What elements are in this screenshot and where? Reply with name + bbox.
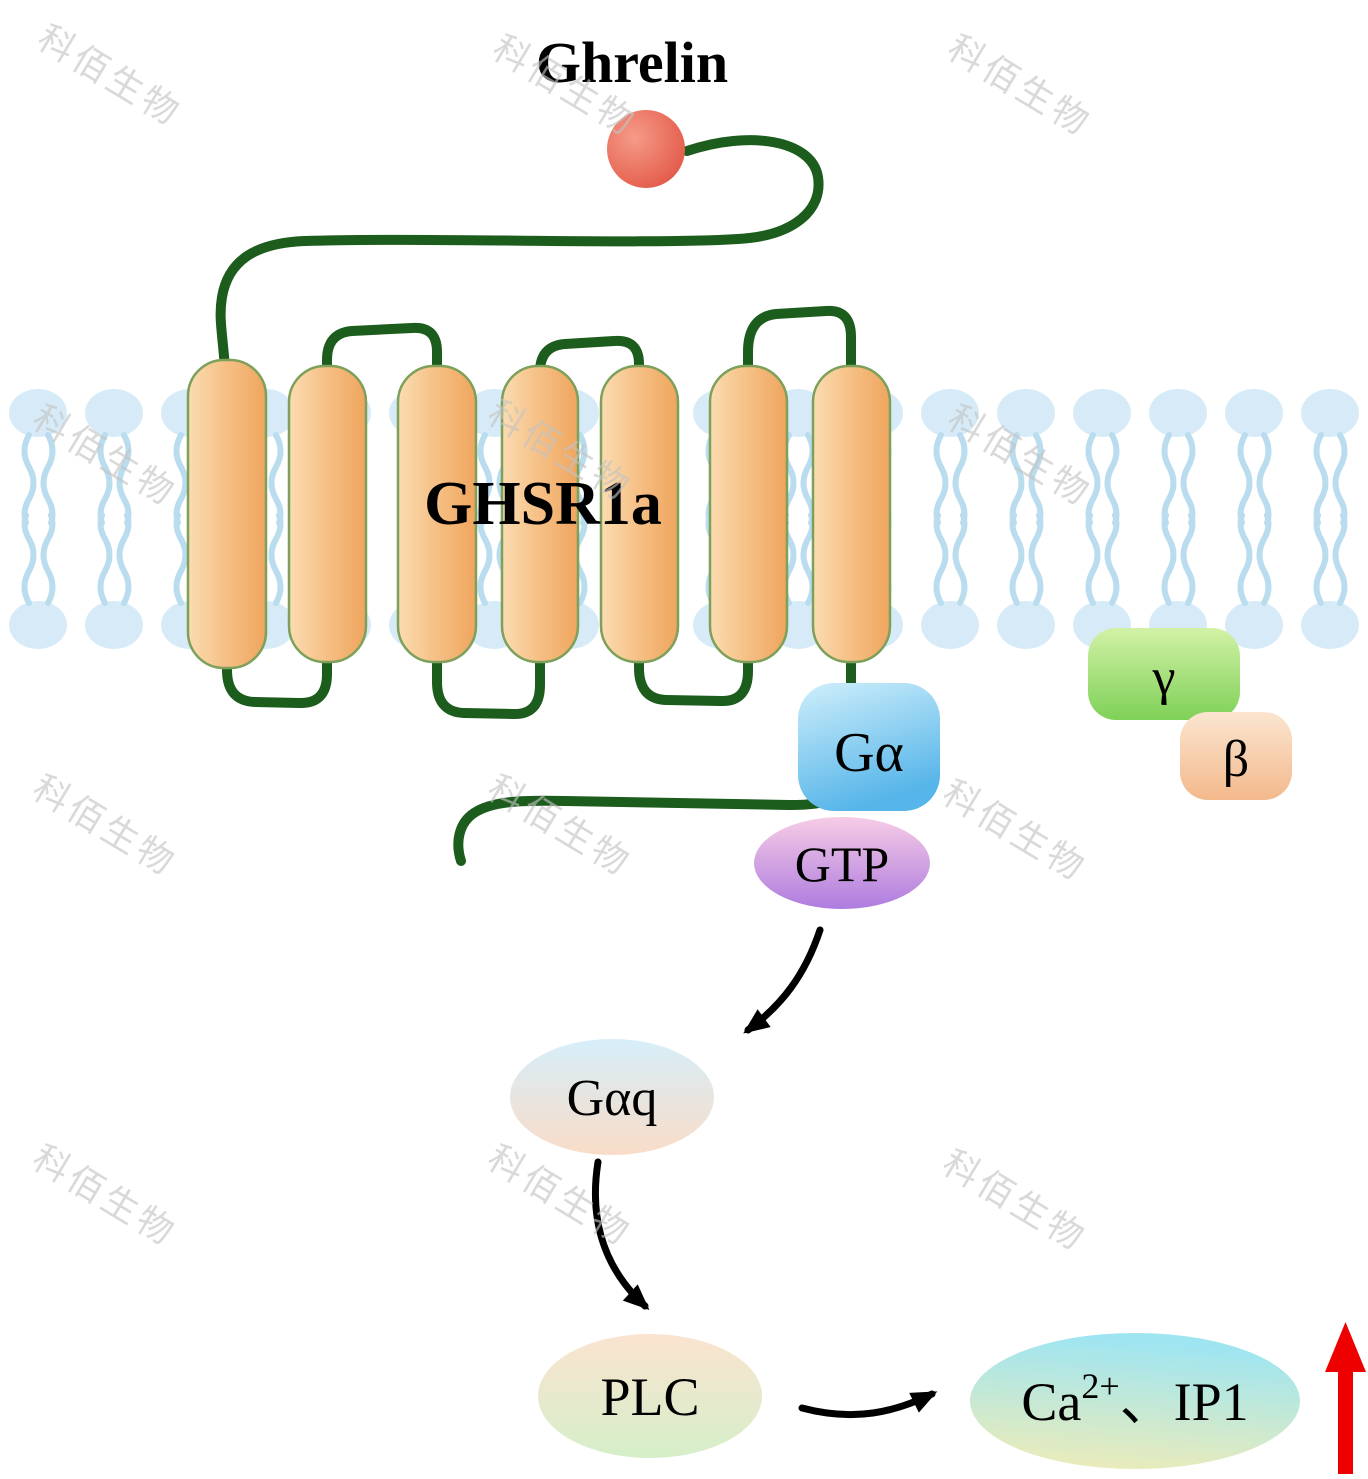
transmembrane-helix (287, 364, 368, 664)
transmembrane-helix (599, 364, 680, 664)
transmembrane-helix (396, 364, 478, 664)
arrow-gtp-to-gaq (743, 926, 824, 1034)
watermark: 科佰生物 (936, 773, 1094, 890)
receptor-intracellular-loop (432, 595, 545, 719)
transmembrane-helix (500, 364, 580, 664)
receptor-extracellular-loop (743, 305, 856, 435)
beta-subunit-box (1180, 712, 1292, 800)
plc-label: PLC (600, 1367, 699, 1427)
watermark: 科佰生物 (481, 768, 639, 885)
beta-label: β (1223, 731, 1249, 788)
plc-ellipse (538, 1334, 762, 1458)
ghrelin-ligand-circle (607, 110, 685, 188)
receptor-intracellular-loop (634, 595, 753, 706)
transmembrane-helix (186, 358, 268, 670)
ca-ip1-ellipse (970, 1333, 1300, 1469)
gtp-ellipse (754, 817, 930, 909)
ca-ip1-label: Ca2+、IP1 (1021, 1366, 1248, 1432)
watermark: 科佰生物 (26, 1138, 184, 1255)
receptor-extracellular-loop (535, 335, 644, 435)
g-alpha-box (798, 683, 940, 811)
g-alpha-label: Gα (834, 722, 904, 784)
signal-arrows (591, 926, 938, 1419)
transmembrane-helix (708, 364, 789, 664)
receptor-label: GHSR1a (424, 470, 662, 538)
gamma-subunit-box (1088, 628, 1240, 720)
gaq-ellipse (510, 1039, 714, 1155)
gaq-label: Gαq (567, 1070, 658, 1127)
transmembrane-helix (811, 364, 892, 664)
watermark: 科佰生物 (26, 768, 184, 885)
watermark: 科佰生物 (941, 28, 1099, 145)
arrow-plc-to-ca (798, 1390, 938, 1419)
upregulation-arrow (1325, 1322, 1366, 1474)
receptor-intracellular-loop (222, 595, 332, 708)
arrow-gaq-to-plc (591, 1158, 650, 1311)
transmembrane-helices (186, 358, 892, 670)
ghrelin-label: Ghrelin (536, 30, 728, 95)
gtp-label: GTP (795, 836, 889, 892)
watermark: 科佰生物 (31, 18, 189, 135)
watermark: 科佰生物 (936, 1143, 1094, 1260)
watermark: 科佰生物 (481, 1138, 639, 1255)
receptor-n-terminus-line (215, 135, 824, 435)
receptor-extracellular-loop (322, 322, 442, 435)
gamma-label: γ (1152, 649, 1176, 706)
